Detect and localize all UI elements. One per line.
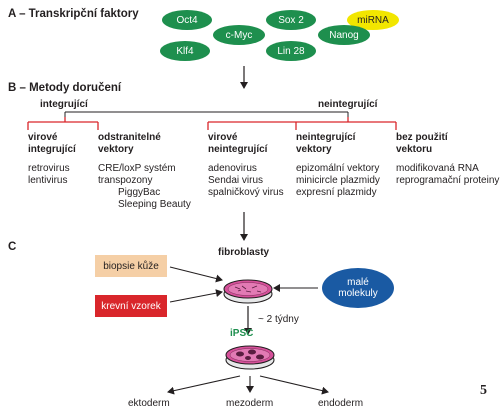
skin-biopsy-box: biopsie kůže	[95, 255, 167, 277]
factor-oct4: Oct4	[162, 10, 212, 30]
factor-c-myc: c-Myc	[213, 25, 265, 45]
fibroblasts-label: fibroblasty	[218, 247, 270, 258]
factor-mirna: miRNA	[347, 10, 399, 30]
small-molecules-line2: molekuly	[338, 288, 378, 299]
duration-label: ~ 2 týdny	[258, 314, 299, 325]
method-nonintegrating-vectors: neintegrující vektory epizomální vektory…	[296, 132, 380, 198]
factor-lin28: Lin 28	[266, 41, 316, 61]
factor-klf4: Klf4	[160, 41, 210, 61]
endoderm-label: endoderm	[318, 398, 364, 409]
small-molecules-line1: malé	[347, 277, 369, 288]
method-vector-free: bez použití vektoru modifikovaná RNA rep…	[396, 132, 500, 186]
method-viral-nonintegrating: virové neintegrující adenovirus Sendai v…	[208, 132, 284, 198]
blood-sample-box: krevní vzorek	[95, 295, 167, 317]
method-removable-vectors: odstranitelné vektory CRE/loxP systém tr…	[98, 132, 191, 210]
mesoderm-label: mezoderm	[226, 398, 274, 409]
integrating-label: integrující	[40, 99, 88, 110]
small-molecules-oval: malé molekuly	[322, 268, 394, 308]
ipsc-label: iPSC	[230, 328, 254, 339]
section-b-title: B – Metody doručení	[8, 82, 122, 94]
section-c-title: C	[8, 241, 17, 253]
page-number: 5	[480, 383, 487, 398]
ectoderm-label: ektoderm	[128, 398, 170, 409]
factor-sox2: Sox 2	[266, 10, 316, 30]
nonintegrating-label: neintegrující	[318, 99, 378, 110]
section-a-title: A – Transkripční faktory	[8, 8, 139, 20]
factor-nanog: Nanog	[318, 25, 370, 45]
method-viral-integrating: virové integrující retrovirus lentivirus	[28, 132, 76, 186]
